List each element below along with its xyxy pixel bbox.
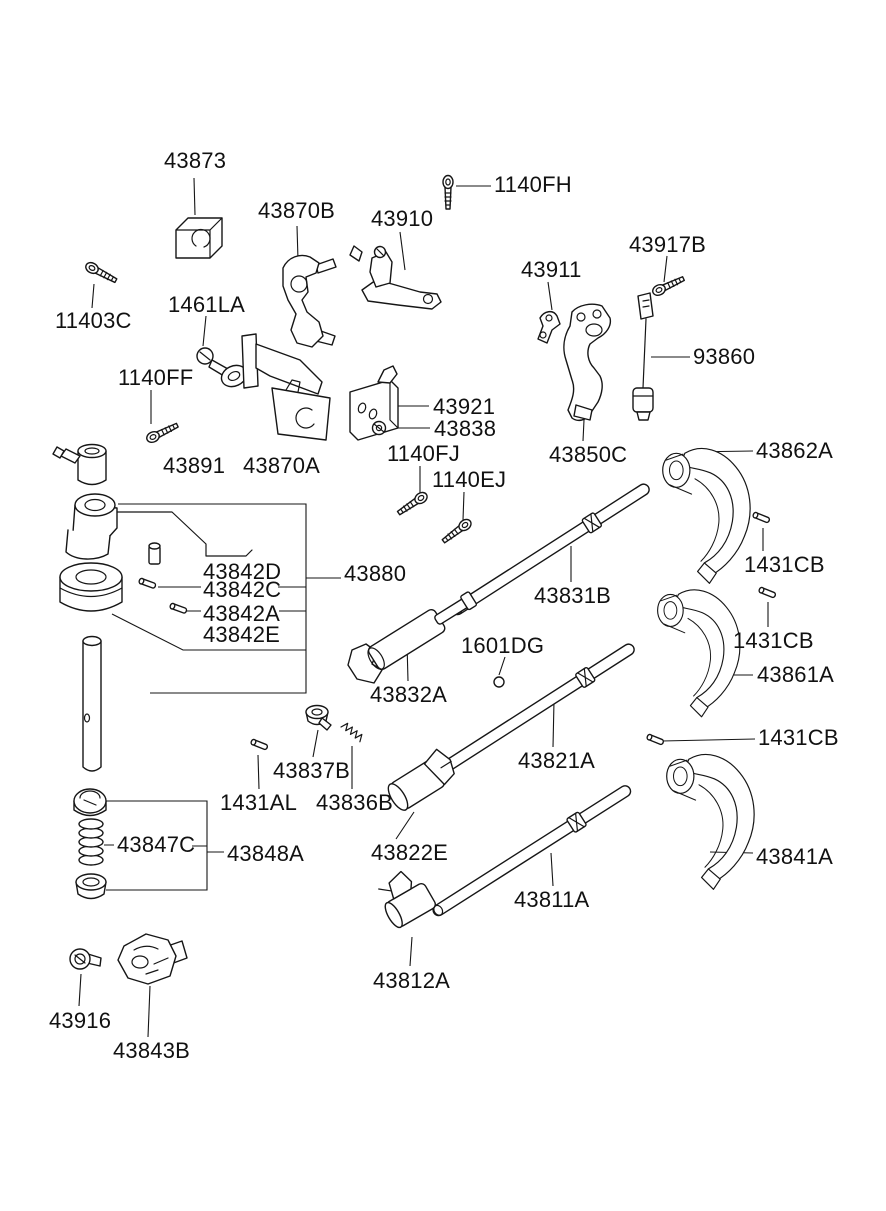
- part-label-43822E: 43822E: [371, 840, 449, 865]
- part-label-43836B: 43836B: [316, 790, 394, 815]
- part-label-43842C: 43842C: [203, 577, 282, 602]
- part-label-43862A: 43862A: [756, 438, 834, 463]
- part-43917B-bolt: [650, 273, 687, 298]
- part-shaft-drawing: [82, 635, 102, 772]
- part-43873-drawing: [175, 217, 223, 259]
- part-label-43837B: 43837B: [273, 758, 351, 783]
- part-43842C-pin: [137, 577, 157, 590]
- part-label-43842A: 43842A: [203, 601, 281, 626]
- part-label-11403C: 11403C: [55, 308, 132, 333]
- part-43837B-plug: [305, 704, 332, 731]
- part-label-43850C: 43850C: [549, 442, 628, 467]
- part-label-43891: 43891: [163, 453, 226, 478]
- part-43821A-rail: [434, 641, 637, 778]
- part-label-43911: 43911: [521, 257, 582, 282]
- part-43811A-rail: [430, 783, 634, 919]
- part-label-43838: 43838: [434, 416, 497, 441]
- part-43870B-drawing: [282, 254, 337, 348]
- part-1601DG-ball: [493, 676, 505, 688]
- part-label-43841A: 43841A: [756, 844, 834, 869]
- part-43850C-drawing: [563, 303, 612, 422]
- part-label-93860: 93860: [693, 344, 756, 369]
- part-43880-group-box: [111, 503, 307, 694]
- part-43838-nut: [371, 420, 387, 436]
- part-1140FH-bolt: [442, 174, 454, 210]
- part-1431AL-pin: [249, 738, 269, 751]
- part-label-43916: 43916: [49, 1008, 112, 1033]
- part-1431CB-pin-2: [757, 586, 777, 599]
- part-label-43870A: 43870A: [243, 453, 321, 478]
- part-43831B-rail: [449, 481, 652, 618]
- part-43916-bolt: [69, 948, 102, 970]
- part-label-1601DG: 1601DG: [461, 633, 545, 658]
- part-label-1140FF: 1140FF: [118, 365, 194, 390]
- part-label-1461LA: 1461LA: [168, 292, 246, 317]
- part-1431CB-pin-1: [751, 511, 771, 524]
- part-label-43917B: 43917B: [629, 232, 707, 257]
- part-label-43811A: 43811A: [514, 887, 590, 912]
- part-label-1140EJ: 1140EJ: [432, 467, 507, 492]
- part-label-43870B: 43870B: [258, 198, 336, 223]
- part-label-1431CB-3: 1431CB: [758, 725, 839, 750]
- part-43842A-pin: [168, 602, 188, 615]
- part-1140FF-bolt: [144, 419, 181, 446]
- part-label-43812A: 43812A: [373, 968, 451, 993]
- part-43911-drawing: [537, 311, 561, 344]
- part-label-43847C: 43847C: [117, 832, 196, 857]
- part-43891-drawing: [52, 443, 107, 486]
- part-label-43848A: 43848A: [227, 841, 305, 866]
- part-43841A-fork: [666, 753, 755, 890]
- part-label-1140FJ: 1140FJ: [387, 441, 460, 466]
- part-43822E-drawing: [387, 748, 455, 811]
- part-1431CB-pin-3: [645, 733, 665, 746]
- part-1140EJ-bolt: [439, 516, 474, 546]
- part-label-43842E: 43842E: [203, 622, 281, 647]
- part-43812A-drawing: [378, 870, 436, 929]
- part-43870A-drawing: [196, 333, 331, 441]
- part-label-1431CB-1: 1431CB: [744, 552, 825, 577]
- part-label-43880: 43880: [344, 561, 407, 586]
- part-label-43821A: 43821A: [518, 748, 596, 773]
- part-43843B-drawing: [117, 933, 188, 985]
- part-label-43910: 43910: [371, 206, 434, 231]
- part-1140FJ-bolt: [395, 489, 430, 518]
- part-label-43873: 43873: [164, 148, 227, 173]
- part-43910-drawing: [349, 245, 442, 310]
- part-43921-drawing: [349, 365, 399, 441]
- part-43832A-drawing: [347, 591, 478, 684]
- part-label-43843B: 43843B: [113, 1038, 191, 1063]
- part-43880-assembly: [59, 493, 253, 612]
- part-11403C-bolt: [83, 259, 119, 286]
- part-label-43861A: 43861A: [757, 662, 835, 687]
- part-label-43831B: 43831B: [534, 583, 612, 608]
- part-93860-drawing: [632, 292, 654, 421]
- part-label-1431AL: 1431AL: [220, 790, 298, 815]
- part-label-43832A: 43832A: [370, 682, 448, 707]
- part-43836B-spring: [340, 722, 363, 743]
- part-label-43842D: 43842D: [203, 559, 282, 584]
- part-label-1431CB-2: 1431CB: [733, 628, 814, 653]
- part-43861A-fork: [657, 589, 741, 718]
- part-label-1140FH: 1140FH: [494, 172, 572, 197]
- part-43862A-fork: [662, 447, 751, 584]
- part-label-43921: 43921: [433, 394, 496, 419]
- part-43848A-spring-kit: [73, 788, 107, 900]
